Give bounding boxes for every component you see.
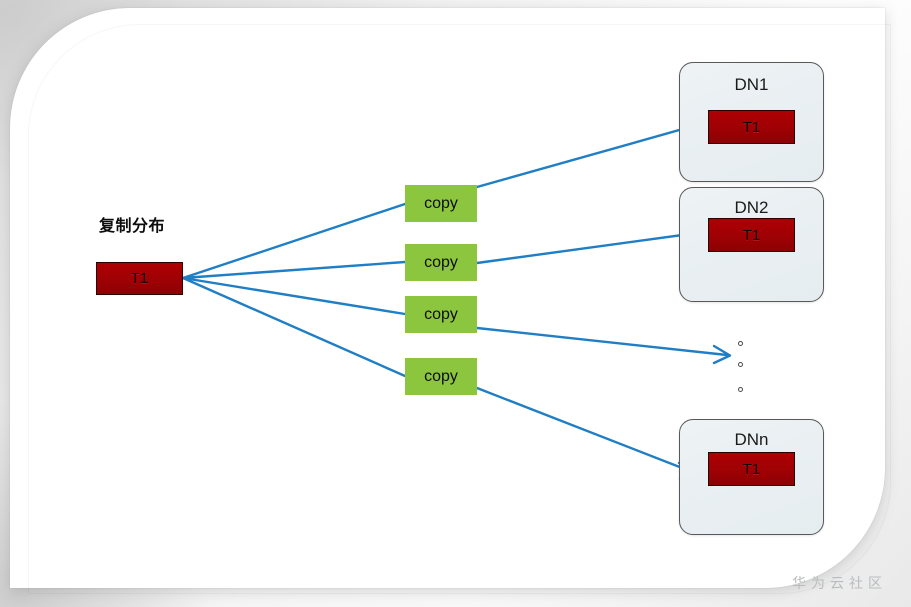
copy-box-3[interactable]: copy xyxy=(405,296,477,333)
node-dn1-label: DN1 xyxy=(734,75,769,94)
node-dnn-label: DNn xyxy=(734,430,769,449)
node-dn1[interactable]: DN1 T1 xyxy=(679,62,824,182)
node-dnn-table-box[interactable]: T1 xyxy=(708,452,795,486)
node-dn1-table-box[interactable]: T1 xyxy=(708,110,795,144)
edge-copy-1-to-dn1 xyxy=(475,123,699,189)
edge-source-to-copy-2 xyxy=(181,260,407,280)
edge-source-to-copy-3 xyxy=(181,276,407,316)
node-dn2-table-box[interactable]: T1 xyxy=(708,218,795,252)
node-dn2[interactable]: DN2 T1 xyxy=(679,187,824,302)
ellipsis-dot-3 xyxy=(738,387,743,392)
node-dnn[interactable]: DNn T1 xyxy=(679,419,824,535)
ellipsis-dot-1 xyxy=(738,341,743,346)
arrowhead-ellipsis xyxy=(712,344,732,365)
edge-copy-2-to-dn2 xyxy=(475,231,699,265)
edge-copy-3-to-ellipsis xyxy=(475,326,729,357)
copy-box-2[interactable]: copy xyxy=(405,244,477,281)
edge-source-to-copy-4 xyxy=(181,276,407,378)
copy-box-1[interactable]: copy xyxy=(405,185,477,222)
source-title: 复制分布 xyxy=(99,218,166,235)
copy-box-4[interactable]: copy xyxy=(405,358,477,395)
source-table-box[interactable]: T1 xyxy=(96,262,183,295)
edge-source-to-copy-1 xyxy=(181,202,407,280)
node-dn2-label: DN2 xyxy=(734,198,769,217)
ellipsis-dot-2 xyxy=(738,362,743,367)
watermark: 华为云社区 xyxy=(792,575,887,591)
edge-copy-4-to-dnn xyxy=(475,386,697,475)
